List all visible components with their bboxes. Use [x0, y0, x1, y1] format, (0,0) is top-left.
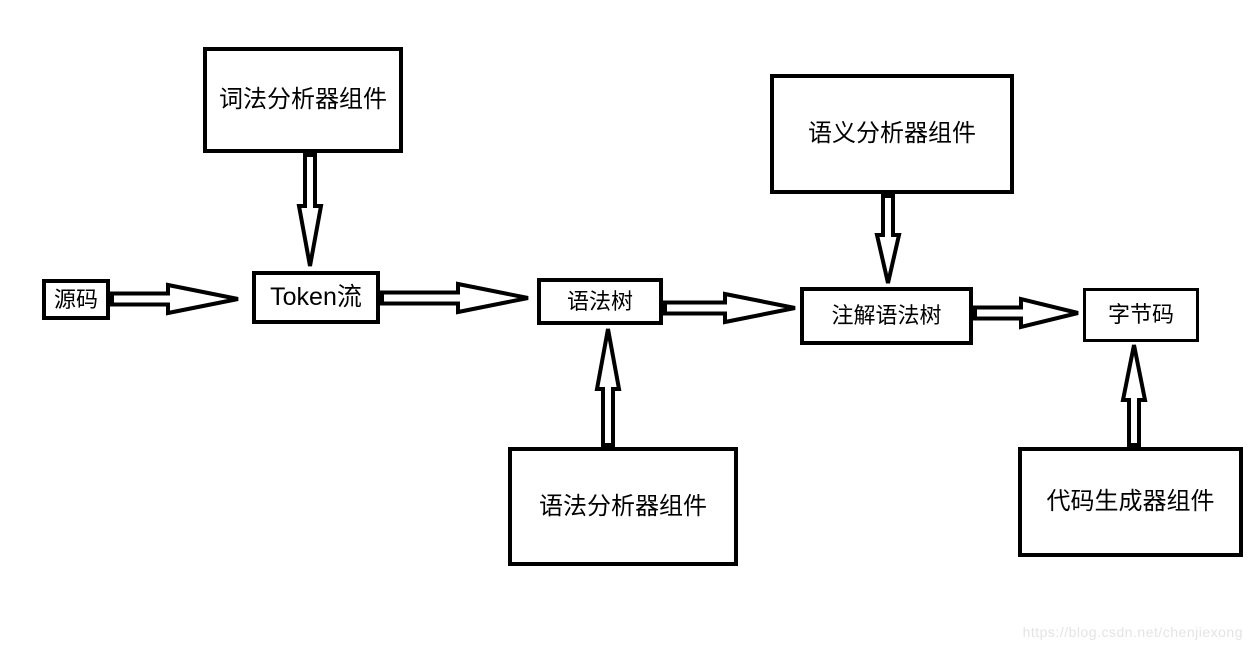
arrow-shape-semantic-to-annotated-tree [874, 194, 902, 284]
node-syntax-tree: 语法树 [537, 278, 663, 325]
arrow-shape-parser-to-syntax-tree [594, 328, 622, 447]
arrow-annotated-tree-to-bytecode [973, 296, 1079, 330]
node-parser-component: 语法分析器组件 [508, 447, 738, 566]
node-token-stream: Token流 [252, 271, 380, 324]
arrow-shape-codegen-to-bytecode [1120, 344, 1148, 447]
arrow-shape-annotated-tree-to-bytecode [973, 296, 1079, 330]
node-code-generator-component: 代码生成器组件 [1018, 447, 1243, 557]
node-label-source-code: 源码 [53, 286, 98, 312]
arrow-shape-syntax-tree-to-annotated-tree [663, 291, 796, 325]
node-label-code-generator-component: 代码生成器组件 [1046, 488, 1215, 515]
arrow-shape-token-stream-to-syntax-tree [380, 281, 529, 315]
arrow-parser-to-syntax-tree [594, 328, 622, 447]
node-label-lexer-component: 词法分析器组件 [219, 86, 387, 113]
arrow-semantic-to-annotated-tree [874, 194, 902, 284]
node-label-bytecode: 字节码 [1107, 302, 1174, 327]
arrow-shape-lexer-to-token-stream [296, 153, 324, 267]
arrow-lexer-to-token-stream [296, 153, 324, 267]
arrow-codegen-to-bytecode [1120, 344, 1148, 447]
node-label-semantic-analyzer-component: 语义分析器组件 [808, 120, 976, 147]
arrow-source-to-token-stream [110, 282, 239, 316]
node-label-parser-component: 语法分析器组件 [539, 492, 707, 520]
node-annotated-syntax-tree: 注解语法树 [800, 287, 973, 345]
node-label-annotated-syntax-tree: 注解语法树 [831, 303, 942, 328]
arrow-shape-source-to-token-stream [110, 282, 239, 316]
node-label-token-stream: Token流 [270, 283, 362, 311]
arrow-token-stream-to-syntax-tree [380, 281, 529, 315]
node-semantic-analyzer-component: 语义分析器组件 [770, 74, 1014, 194]
node-lexer-component: 词法分析器组件 [203, 47, 403, 153]
node-source-code: 源码 [42, 279, 110, 320]
arrow-syntax-tree-to-annotated-tree [663, 291, 796, 325]
node-label-syntax-tree: 语法树 [566, 288, 633, 314]
node-bytecode: 字节码 [1083, 288, 1199, 342]
watermark-url: https://blog.csdn.net/chenjiexong [1022, 624, 1243, 640]
